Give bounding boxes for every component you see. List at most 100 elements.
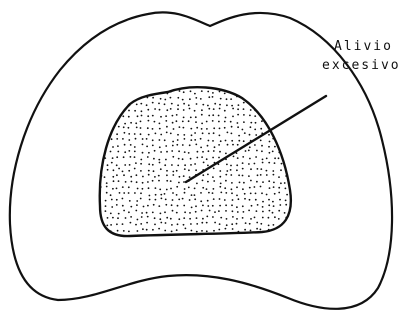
stipple-dot [184,168,186,170]
stipple-dot [273,186,275,188]
stipple-dot [117,217,119,219]
stipple-dot [249,187,251,189]
stipple-dot [135,122,137,124]
stipple-dot [260,128,262,130]
stipple-dot [137,230,139,232]
stipple-dot [172,156,174,158]
stipple-dot [232,228,234,230]
stipple-dot [268,162,270,164]
stipple-dot [188,104,190,106]
stipple-dot [224,127,226,129]
stipple-dot [170,97,172,99]
stipple-dot [249,158,251,160]
stipple-dot [172,141,174,143]
stipple-dot [232,210,234,212]
stipple-dot [194,198,196,200]
stipple-dot [110,194,112,196]
stipple-dot [134,146,136,148]
stipple-dot [194,93,196,95]
stipple-dot [152,229,154,231]
stipple-dot [195,211,197,213]
stipple-dot [118,126,120,128]
stipple-dot [134,168,136,170]
stipple-dot [123,126,125,128]
stipple-dot [105,210,107,212]
stipple-dot [249,199,251,201]
stipple-dot [165,145,167,147]
stipple-dot [242,156,244,158]
stipple-dot [176,212,178,214]
stipple-dot [219,223,221,225]
stipple-dot [250,230,252,232]
stipple-dot [243,114,245,116]
stipple-dot [214,146,216,148]
stipple-dot [184,151,186,153]
stipple-dot [226,164,228,166]
stipple-dot [140,103,142,105]
stipple-dot [147,205,149,207]
stipple-dot [140,223,142,225]
stipple-dot [123,192,125,194]
stipple-dot [231,182,233,184]
stipple-dot [171,231,173,233]
stipple-dot [254,115,256,117]
stipple-dot [183,205,185,207]
stipple-dot [200,138,202,140]
stipple-dot [207,165,209,167]
stipple-dot [225,210,227,212]
stipple-dot [224,121,226,123]
stipple-dot [166,180,168,182]
stipple-dot [244,229,246,231]
stipple-dot [238,198,240,200]
stipple-dot [137,115,139,117]
stipple-dot [242,162,244,164]
stipple-dot [170,218,172,220]
stipple-dot [272,201,274,203]
stipple-dot [116,204,118,206]
stipple-dot [231,133,233,135]
stipple-dot [136,204,138,206]
stipple-dot [231,105,233,107]
stipple-dot [208,108,210,110]
stipple-dot [189,108,191,110]
stipple-dot [122,138,124,140]
stipple-dot [269,187,271,189]
stipple-dot [231,126,233,128]
stipple-dot [202,104,204,106]
stipple-dot [262,211,264,213]
stipple-dot [250,218,252,220]
stipple-dot [166,170,168,172]
stipple-dot [170,108,172,110]
stipple-dot [134,151,136,153]
stipple-dot [189,212,191,214]
stipple-dot [188,120,190,122]
stipple-dot [250,180,252,182]
stipple-dot [285,217,287,219]
stipple-dot [236,169,238,171]
stipple-dot [194,132,196,134]
stipple-dot [236,218,238,220]
stipple-dot [212,205,214,207]
stipple-dot [207,91,209,93]
stipple-dot [149,195,151,197]
stipple-dot [266,170,268,172]
stipple-dot [171,164,173,166]
stipple-dot [123,156,125,158]
stipple-dot [190,139,192,141]
stipple-dot [262,206,264,208]
stipple-dot [255,199,257,201]
stipple-dot [219,104,221,106]
stipple-dot [172,174,174,176]
stipple-dot [170,188,172,190]
stipple-dot [232,144,234,146]
stipple-dot [232,199,234,201]
stipple-dot [177,223,179,225]
stipple-dot [206,222,208,224]
stipple-dot [195,169,197,171]
stipple-dot [160,151,162,153]
stipple-dot [280,169,282,171]
stipple-dot [268,217,270,219]
stipple-dot [279,199,281,201]
stipple-dot [111,206,113,208]
stipple-dot [128,211,130,213]
